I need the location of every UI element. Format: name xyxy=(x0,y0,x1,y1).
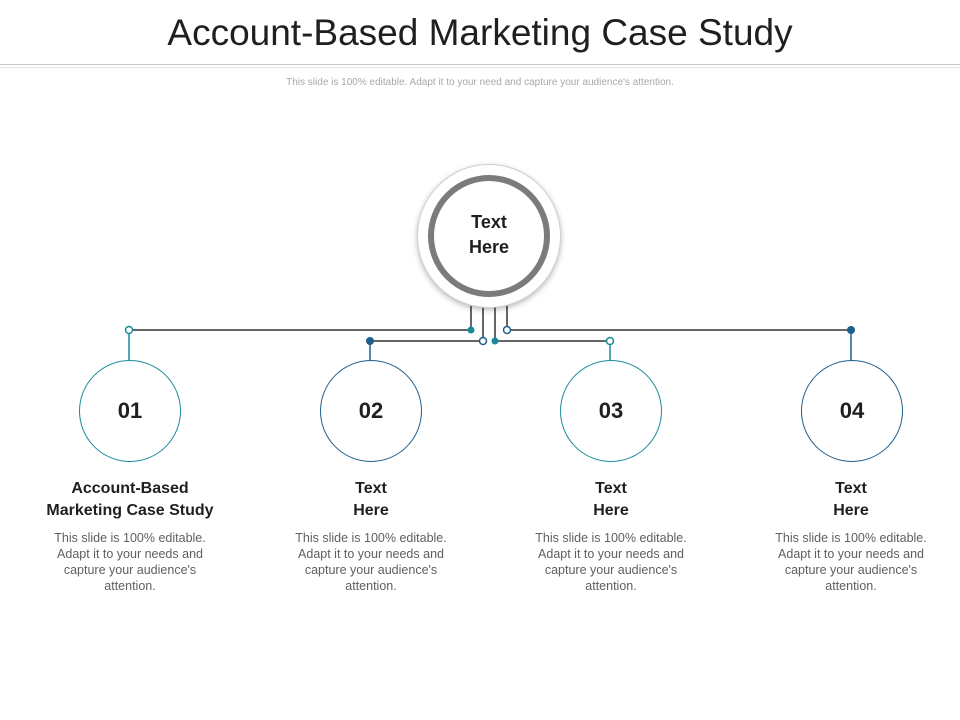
item-02-heading-line-1: Text xyxy=(355,480,387,497)
item-04-heading-line-1: Text xyxy=(835,480,867,497)
title-divider xyxy=(0,64,960,68)
node-dot-item-02 xyxy=(366,337,374,345)
hub-label-line-2: Here xyxy=(468,237,510,257)
node-dot-hub-4 xyxy=(502,325,512,335)
item-01-description: This slide is 100% editable. Adapt it to… xyxy=(54,531,206,593)
slide-subtitle: This slide is 100% editable. Adapt it to… xyxy=(286,77,674,88)
item-01-heading-line-1: Account-Based xyxy=(71,480,189,497)
item-03-heading-line-1: Text xyxy=(595,480,627,497)
item-02-heading: Text Here xyxy=(266,478,476,522)
item-03-heading-line-2: Here xyxy=(593,502,629,519)
node-dot-hub-1 xyxy=(467,326,475,334)
node-dot-hub-3 xyxy=(491,337,499,345)
item-03-number-circle: 03 xyxy=(560,360,662,462)
item-03-description: This slide is 100% editable. Adapt it to… xyxy=(535,531,687,593)
slide-title: Account-Based Marketing Case Study xyxy=(167,12,793,53)
item-02-heading-line-2: Here xyxy=(353,502,389,519)
node-dot-item-03 xyxy=(605,336,615,346)
item-02-description: This slide is 100% editable. Adapt it to… xyxy=(295,531,447,593)
item-04-description: This slide is 100% editable. Adapt it to… xyxy=(775,531,927,593)
item-04-heading-line-2: Here xyxy=(833,502,869,519)
item-03-heading: Text Here xyxy=(506,478,716,522)
node-dot-item-04 xyxy=(847,326,855,334)
node-dot-item-01 xyxy=(124,325,134,335)
item-04-heading: Text Here xyxy=(746,478,956,522)
item-01-heading: Account-Based Marketing Case Study xyxy=(25,478,235,522)
item-01-number-circle: 01 xyxy=(79,360,181,462)
item-04-number-circle: 04 xyxy=(801,360,903,462)
node-dot-hub-2 xyxy=(478,336,488,346)
hub-circle-ring xyxy=(428,175,550,297)
item-01-heading-line-2: Marketing Case Study xyxy=(46,502,214,519)
hub-label-line-1: Text xyxy=(471,212,507,232)
item-02-number-circle: 02 xyxy=(320,360,422,462)
hub-label: Text Here xyxy=(439,210,539,260)
